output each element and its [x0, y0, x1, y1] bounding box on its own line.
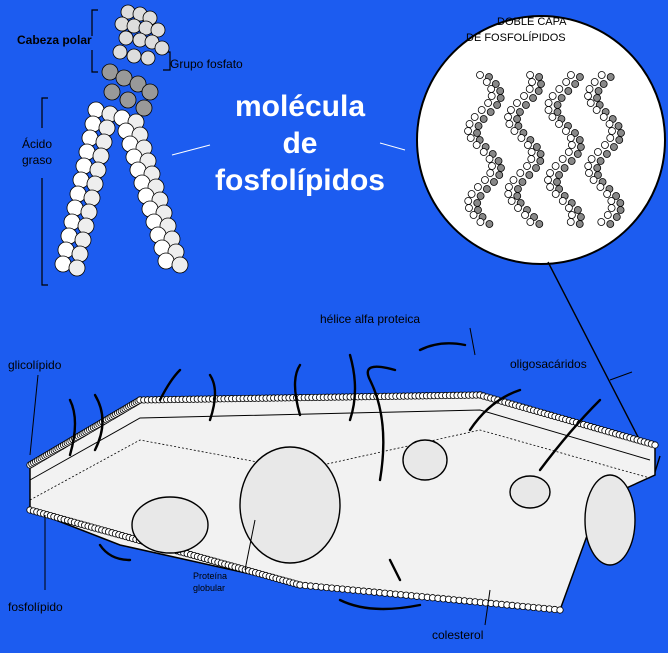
title-line-1: molécula [234, 90, 366, 123]
zoom-pointer-line [547, 261, 656, 471]
acido-bracket [41, 97, 48, 286]
bilayer-chains [464, 71, 625, 228]
label-graso: graso [22, 153, 53, 167]
label-globular: globular [193, 583, 226, 593]
label-pointers [29, 327, 633, 626]
label-colesterol: colesterol [432, 628, 484, 642]
protein-globular-edge [584, 474, 636, 566]
phospholipid-molecule [54, 4, 189, 277]
protein-globular-large [239, 446, 341, 564]
pointer-line-left [171, 144, 211, 156]
protein-globular-small [131, 496, 209, 554]
cabeza-bracket [91, 9, 98, 73]
protein-globular-mid [402, 439, 448, 481]
label-glicolipido: glicolípido [8, 358, 62, 372]
label-oligosacaridos: oligosacáridos [510, 357, 587, 371]
label-grupo-fosfato: Grupo fosfato [170, 57, 243, 71]
label-proteina: Proteína [193, 571, 228, 581]
label-doble-capa-2: DE FOSFOLÍPIDOS [466, 32, 566, 44]
title-line-3: fosfolípidos [215, 164, 385, 197]
protein-globular-right [509, 475, 551, 509]
oligosaccharide-chains [68, 342, 602, 611]
bracket-markers [41, 9, 171, 286]
label-acido: Ácido [22, 137, 53, 151]
label-doble-capa-1: DOBLE CAPA [497, 16, 567, 28]
title-line-2: de [282, 127, 318, 160]
globular-proteins [131, 439, 636, 566]
pointer-line-right [379, 142, 406, 151]
label-cabeza-polar: Cabeza polar [17, 33, 92, 47]
membrane-slab [26, 391, 659, 614]
label-fosfolipido: fosfolípido [8, 600, 63, 614]
label-helice: hélice alfa proteica [320, 312, 421, 326]
